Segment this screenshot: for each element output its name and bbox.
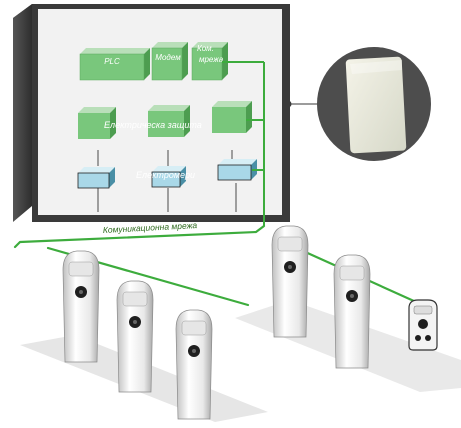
module-meter-2 — [151, 166, 186, 188]
cabinet-side — [13, 4, 32, 222]
internal-network-lines — [222, 61, 265, 226]
module-protection-2 — [148, 105, 190, 137]
plc-label: PLC — [104, 57, 120, 66]
com-network-label-line1: Ком. — [197, 44, 214, 53]
module-meter-1 — [77, 167, 115, 189]
meters-group-label: Електромери — [136, 170, 195, 180]
wall-charger — [408, 299, 438, 351]
charging-station-2 — [116, 280, 154, 393]
modem-label: Модем — [155, 53, 181, 62]
charging-station-4 — [271, 225, 309, 338]
protection-group-label: Електрическа защита — [104, 120, 202, 130]
wall-charger-icon — [418, 319, 428, 329]
module-protection-1 — [78, 107, 116, 139]
network-label: Комуникационна мрежа — [103, 220, 198, 235]
com-network-label-line2: мрежа — [199, 55, 224, 64]
zoom-connector-dot — [284, 100, 292, 108]
enclosure-closeup-icon — [345, 56, 407, 154]
module-modem: Модем — [151, 42, 188, 81]
charging-station-5 — [333, 254, 371, 369]
module-protection-3 — [212, 101, 252, 133]
cabinet-wiring — [97, 150, 237, 212]
module-meter-3 — [217, 159, 257, 181]
charging-station-1 — [62, 250, 100, 363]
enclosure-zoom-view — [317, 47, 431, 161]
charging-station-3 — [175, 309, 213, 420]
module-plc: PLC — [79, 48, 150, 81]
control-cabinet: PLC Модем Ком. мрежа — [13, 4, 318, 226]
